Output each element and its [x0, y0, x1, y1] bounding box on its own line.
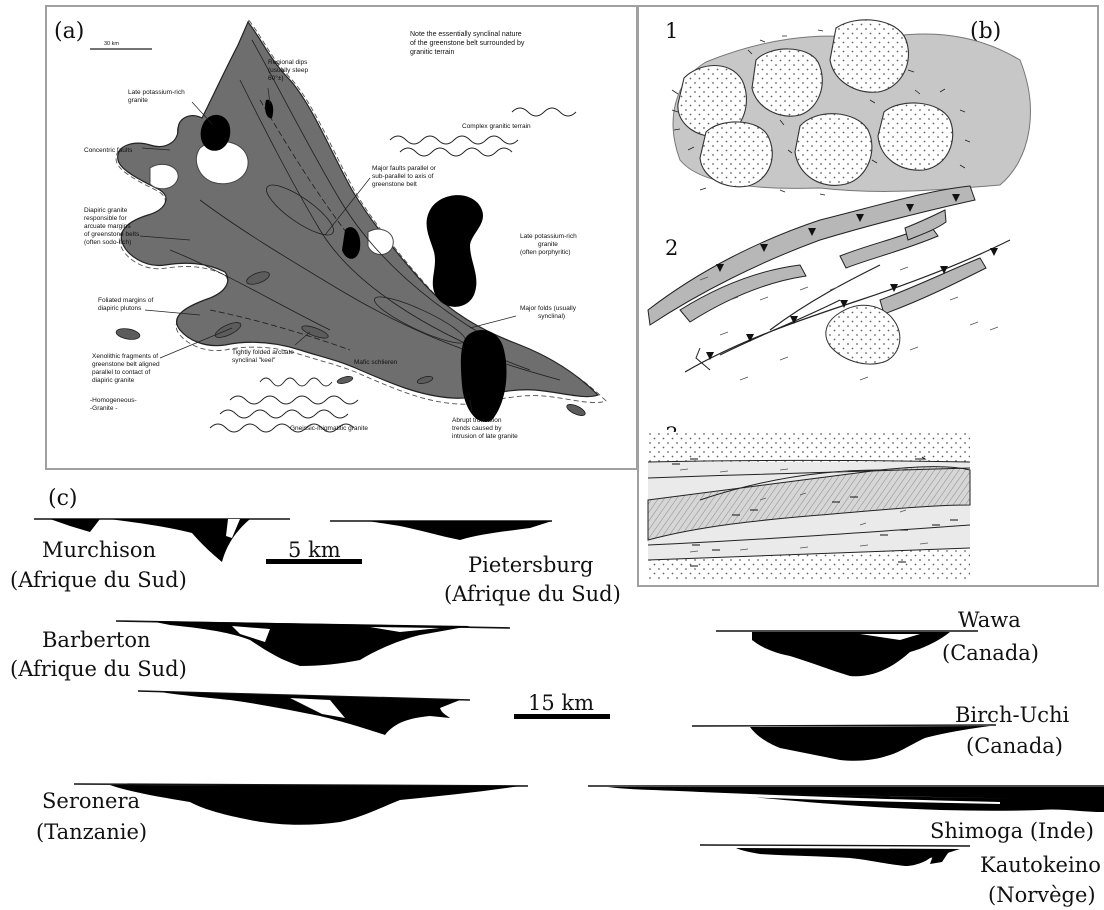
scale-15km-bar — [514, 714, 610, 719]
label-pietersburg-country: (Afrique du Sud) — [444, 582, 621, 606]
label-birch-uchi: Birch-Uchi — [955, 703, 1070, 727]
panel-b: (b) 1 2 — [638, 6, 1098, 586]
label-murchison: Murchison — [42, 538, 156, 562]
shear-zone-diagram — [648, 432, 970, 580]
section-shimoga — [588, 786, 1104, 812]
section-pietersburg — [330, 521, 552, 540]
section-wawa — [716, 631, 978, 676]
section-seronera — [74, 784, 528, 825]
note-line-2: of the greenstone belt surrounded by — [410, 40, 525, 47]
scale-5km-bar — [266, 559, 362, 564]
label-barberton-country: (Afrique du Sud) — [10, 657, 187, 681]
scale-15km-label: 15 km — [528, 691, 594, 715]
diapiric-indent-2 — [150, 164, 178, 188]
label-wawa-country: (Canada) — [942, 641, 1039, 665]
section-birch-uchi — [692, 725, 996, 761]
label-barberton: Barberton — [42, 628, 151, 652]
ann-concentric-faults: Concentric faults — [84, 147, 133, 154]
label-kautokeino: Kautokeino — [980, 853, 1101, 877]
diapiric-indent-3 — [368, 229, 393, 254]
label-shimoga: Shimoga (Inde) — [930, 819, 1094, 843]
section-barberton-2 — [138, 691, 470, 735]
panel-b-sub2-label: 2 — [665, 236, 678, 260]
panel-a-label: (a) — [54, 19, 84, 44]
label-wawa: Wawa — [958, 608, 1021, 632]
panel-c-label: (c) — [48, 486, 78, 511]
note-line-3: granitic terrain — [410, 49, 454, 56]
panel-a-scale-label: 30 km — [104, 41, 119, 47]
label-seronera: Seronera — [42, 789, 140, 813]
label-murchison-country: (Afrique du Sud) — [10, 568, 187, 592]
panel-b-sub1-label: 1 — [665, 19, 678, 43]
panel-a: (a) 30 km Note the essentially synclinal… — [46, 6, 637, 469]
ann-mafic-schlieren: Mafic schlieren — [354, 359, 398, 366]
label-pietersburg: Pietersburg — [468, 553, 593, 577]
label-birch-uchi-country: (Canada) — [966, 734, 1063, 758]
section-kautokeino — [700, 845, 970, 866]
label-seronera-country: (Tanzanie) — [36, 820, 147, 844]
note-line-1: Note the essentially synclinal nature — [410, 31, 522, 38]
scale-5km-label: 5 km — [288, 538, 341, 562]
label-kautokeino-country: (Norvège) — [988, 883, 1096, 907]
ann-gneissic: Gneissic-migmatitic granite — [290, 425, 368, 432]
ann-complex-granitic: Complex granitic terrain — [462, 123, 531, 130]
